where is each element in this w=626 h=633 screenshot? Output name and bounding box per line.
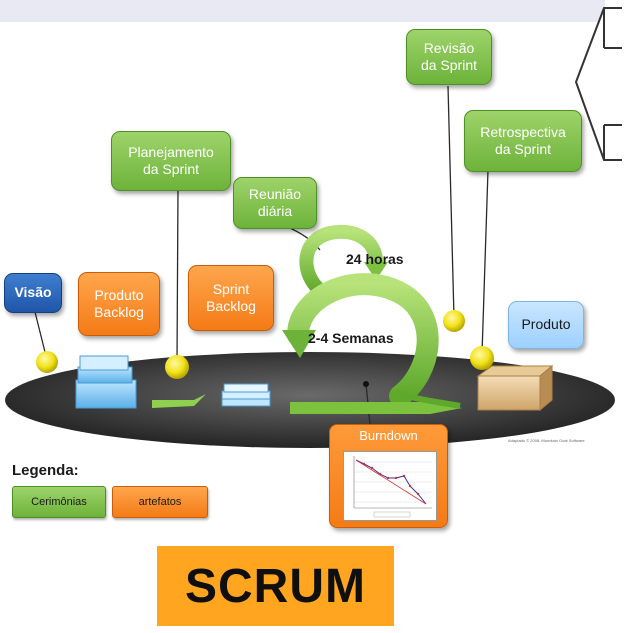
sprint-backlog-box[interactable]: Sprint Backlog bbox=[188, 265, 274, 331]
daily-box[interactable]: Reunião diária bbox=[233, 177, 317, 229]
review-box[interactable]: Revisão da Sprint bbox=[406, 29, 492, 85]
product-box[interactable]: Produto bbox=[508, 301, 584, 349]
box-icon bbox=[476, 364, 554, 412]
product-backlog-box[interactable]: Produto Backlog bbox=[78, 272, 160, 336]
daily-label: Reunião diária bbox=[248, 185, 302, 220]
burndown-chart-icon bbox=[343, 451, 437, 521]
product-label: Produto bbox=[521, 316, 571, 333]
burndown-label: Burndown bbox=[359, 428, 418, 443]
daily-cycle-label: 24 horas bbox=[346, 251, 404, 267]
burndown-box[interactable]: Burndown bbox=[329, 424, 448, 528]
product-backlog-label: Produto Backlog bbox=[94, 286, 144, 321]
legend-title: Legenda: bbox=[12, 462, 79, 479]
review-label: Revisão da Sprint bbox=[420, 39, 478, 74]
top-bar bbox=[0, 0, 605, 22]
vision-label: Visão bbox=[14, 284, 52, 301]
planning-label: Planejamento da Sprint bbox=[128, 143, 214, 178]
retro-box[interactable]: Retrospectiva da Sprint bbox=[464, 110, 582, 172]
stack-icon bbox=[75, 355, 137, 409]
sprint-backlog-label: Sprint Backlog bbox=[206, 280, 256, 315]
platform-ellipse bbox=[5, 352, 615, 448]
daily-cycle-arrow bbox=[299, 224, 388, 299]
chevron-left-icon[interactable] bbox=[574, 7, 622, 161]
pin-icon bbox=[36, 310, 494, 387]
page-title: SCRUM bbox=[157, 546, 394, 626]
vision-box[interactable]: Visão bbox=[4, 273, 62, 313]
flow-arrow bbox=[152, 394, 206, 408]
planning-box[interactable]: Planejamento da Sprint bbox=[111, 131, 231, 191]
sprint-cycle-arrow bbox=[282, 273, 462, 414]
sprint-cycle-label: 2-4 Semanas bbox=[308, 330, 394, 346]
retro-label: Retrospectiva da Sprint bbox=[480, 123, 566, 158]
legend-ceremonies: Cerimônias bbox=[12, 486, 106, 518]
sprint-stack-icon bbox=[221, 383, 271, 407]
legend-artifacts: artefatos bbox=[112, 486, 208, 518]
copyright-text: Adaptado © 2008, Mountain Goat Software bbox=[508, 438, 585, 443]
